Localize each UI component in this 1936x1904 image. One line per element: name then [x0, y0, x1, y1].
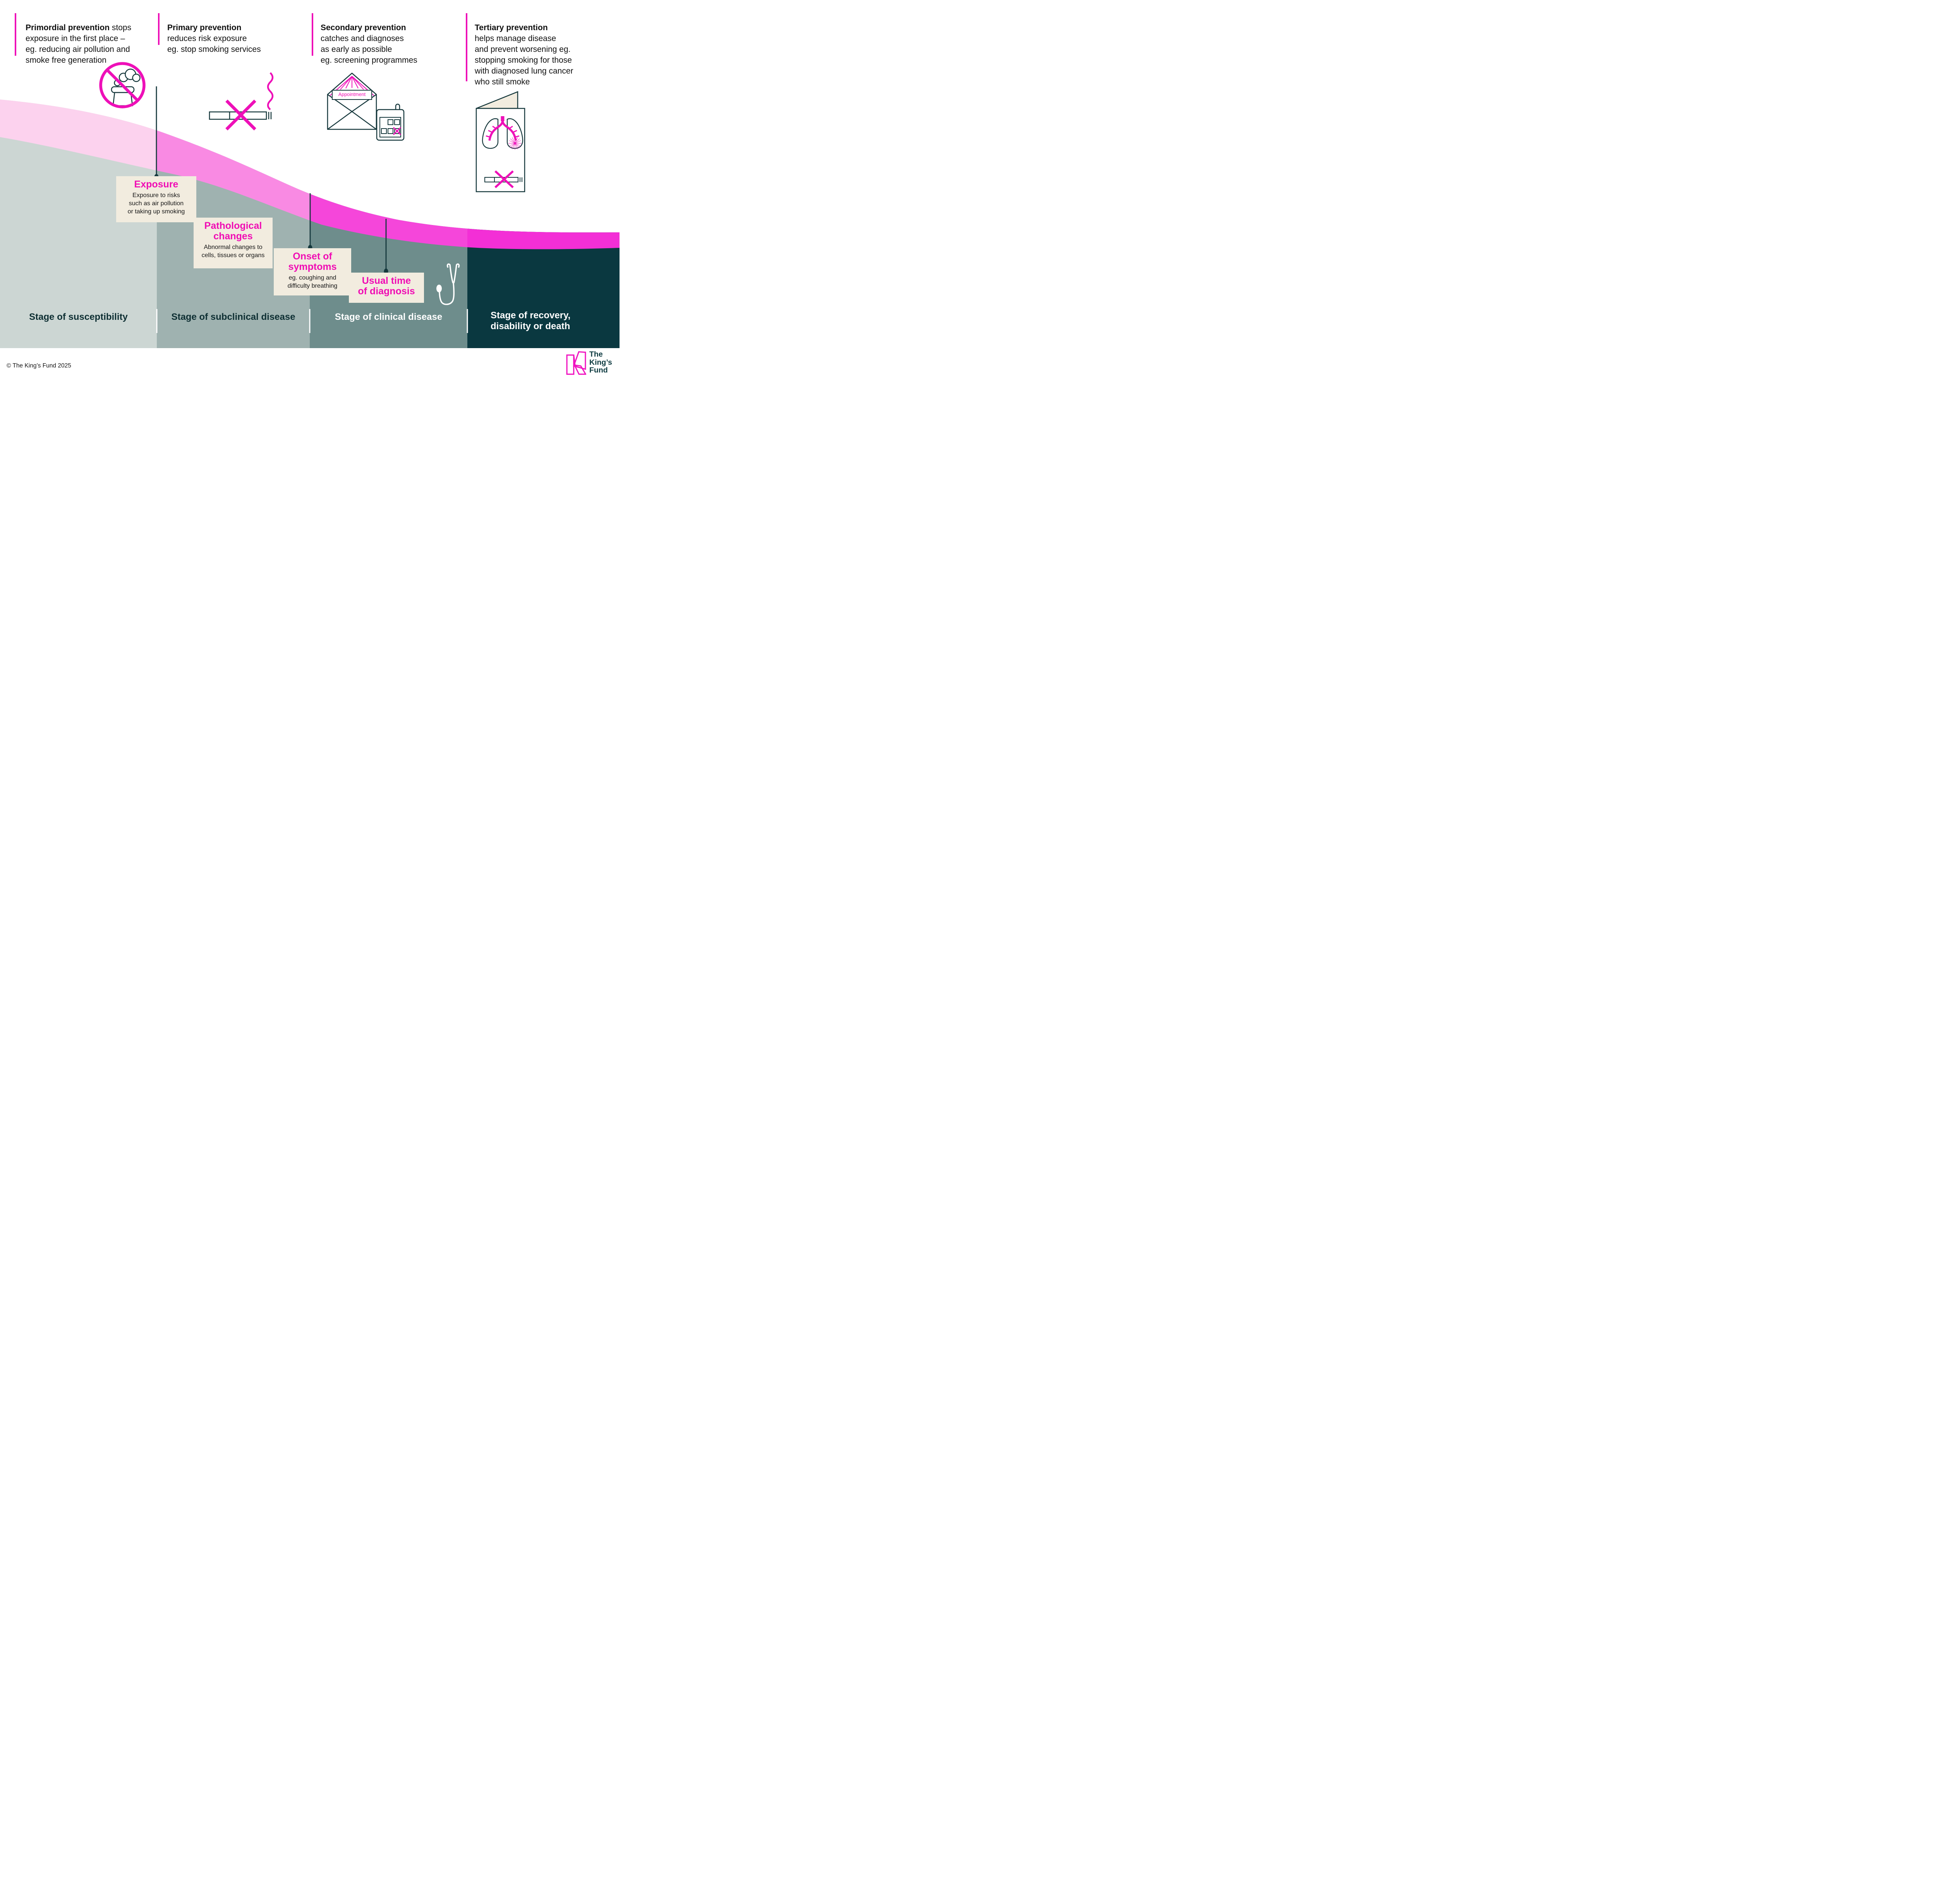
- note-title: Primordial prevention: [26, 23, 110, 32]
- white-upper-area: [0, 0, 620, 233]
- panel-dividers: [156, 309, 468, 333]
- appointment-letter: [332, 90, 372, 100]
- step-body: eg. coughing and difficulty breathing: [287, 275, 338, 289]
- stethoscope-icon: [436, 263, 460, 305]
- stage-label-subclinical: Stage of subclinical disease: [171, 312, 295, 322]
- appointment-letter-and-calendar-icon: [327, 72, 405, 141]
- stage-label-recovery: Stage of recovery, disability or death: [491, 310, 571, 331]
- tumour-starburst: [508, 137, 522, 150]
- logo-line: The: [589, 350, 603, 359]
- note-text: reduces risk exposure eg. stop smoking s…: [167, 34, 261, 54]
- step-box-exposure: Exposure Exposure to risks such as air p…: [116, 176, 196, 222]
- note-text: helps manage disease and prevent worseni…: [475, 34, 573, 86]
- note-primary-prevention: Primary prevention reduces risk exposure…: [167, 12, 264, 55]
- kings-fund-k-mark: [566, 351, 586, 375]
- step-title: Onset of symptoms: [288, 251, 337, 272]
- note-title: Primary prevention: [167, 23, 242, 32]
- note-title: Secondary prevention: [321, 23, 406, 32]
- step-title: Pathological changes: [204, 220, 262, 242]
- kings-fund-logo-text: The King’s Fund: [589, 350, 612, 374]
- note-secondary-prevention: Secondary prevention catches and diagnos…: [321, 12, 421, 66]
- stage-label-susceptibility: Stage of susceptibility: [29, 312, 128, 322]
- note-primordial-prevention: Primordial prevention stops exposure in …: [26, 12, 142, 66]
- column-accent-bar: [158, 13, 160, 45]
- logo-line: King’s: [589, 358, 612, 367]
- step-box-usual-time-of-diagnosis: Usual time of diagnosis: [349, 273, 424, 303]
- appointment-letter-label: Appointment: [338, 92, 366, 97]
- logo-line: Fund: [589, 366, 608, 374]
- stage-label-clinical: Stage of clinical disease: [335, 312, 443, 322]
- copyright-text: © The King’s Fund 2025: [7, 362, 71, 369]
- step-body: Exposure to risks such as air pollution …: [127, 192, 185, 215]
- step-title: Usual time of diagnosis: [358, 275, 415, 297]
- column-accent-bar: [15, 13, 16, 56]
- lungs-drawing: [482, 116, 523, 150]
- step-body: Abnormal changes to cells, tissues or or…: [201, 244, 265, 259]
- lung-cancer-leaflet-icon: [475, 91, 525, 192]
- note-tertiary-prevention: Tertiary prevention helps manage disease…: [475, 12, 591, 88]
- step-box-pathological-changes: Pathological changes Abnormal changes to…: [194, 218, 273, 268]
- step-title: Exposure: [134, 179, 178, 190]
- no-air-pollution-icon: [99, 62, 146, 108]
- crossed-cigarette-icon: [209, 72, 274, 130]
- smoke-wave: [267, 72, 274, 110]
- kings-fund-logo: The King’s Fund: [566, 350, 616, 378]
- connector-lines: [156, 86, 387, 269]
- infographic-stages-of-prevention: Primordial prevention stops exposure in …: [0, 0, 620, 381]
- column-accent-bar: [312, 13, 313, 56]
- step-box-onset-of-symptoms: Onset of symptoms eg. coughing and diffi…: [274, 248, 351, 295]
- note-text: catches and diagnoses as early as possib…: [321, 34, 417, 65]
- column-accent-bar: [466, 13, 467, 81]
- note-text: stops exposure in the first place – eg. …: [26, 23, 132, 65]
- note-title: Tertiary prevention: [475, 23, 548, 32]
